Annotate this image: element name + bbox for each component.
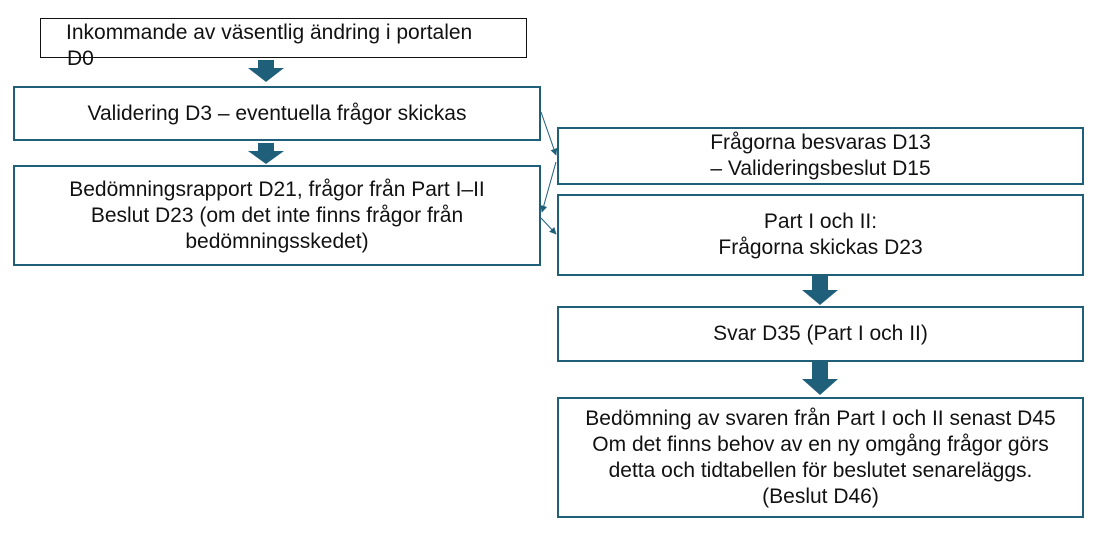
- questions-answered-line-1: Frågorna besvaras D13: [710, 131, 931, 154]
- assessment-report-line-2: Beslut D23 (om det inte finns frågor frå…: [90, 203, 464, 227]
- incoming-change-box: Inkommande av väsentlig ändring i portal…: [40, 18, 527, 70]
- final-assessment-box: Bedömning av svaren från Part I och II s…: [557, 397, 1084, 518]
- assessment-report-line-1: Bedömningsrapport D21, frågor från Part …: [69, 177, 485, 201]
- down-arrow-icon: [802, 362, 838, 395]
- final-assessment-line-1: Bedömning av svaren från Part I och II s…: [585, 406, 1056, 430]
- questions-sent-line-1: Part I och II:: [763, 210, 878, 233]
- down-arrow-icon: [802, 276, 838, 305]
- final-assessment-line-4: (Beslut D46): [762, 484, 879, 508]
- assessment-report-box: Bedömningsrapport D21, frågor från Part …: [13, 165, 541, 266]
- down-arrow-icon: [248, 60, 284, 82]
- validation-box: Validering D3 – eventuella frågor skicka…: [13, 86, 541, 141]
- final-assessment-line-2: Om det finns behov av en ny omgång frågo…: [592, 432, 1049, 456]
- down-arrow-icon: [248, 143, 284, 164]
- answer-line-1: Svar D35 (Part I och II): [713, 322, 928, 345]
- validation-line-1: Validering D3 – eventuella frågor skicka…: [87, 101, 467, 125]
- answer-box: Svar D35 (Part I och II): [557, 306, 1084, 362]
- connector-arrow-icon: [540, 161, 557, 213]
- connector-arrow-icon: [540, 111, 558, 156]
- connector-arrow-icon: [540, 217, 557, 235]
- questions-answered-box: Frågorna besvaras D13 – Valideringsbeslu…: [557, 127, 1084, 185]
- incoming-change-line-1: Inkommande av väsentlig ändring i portal…: [66, 21, 473, 44]
- incoming-change-line-2: D0: [67, 47, 94, 70]
- questions-sent-box: Part I och II: Frågorna skickas D23: [557, 194, 1084, 276]
- final-assessment-line-3: detta och tidtabellen för beslutet senar…: [608, 458, 1033, 482]
- assessment-report-line-3: bedömningsskedet): [185, 229, 369, 253]
- questions-sent-line-2: Frågorna skickas D23: [718, 236, 923, 259]
- questions-answered-line-2: – Valideringsbeslut D15: [710, 157, 931, 180]
